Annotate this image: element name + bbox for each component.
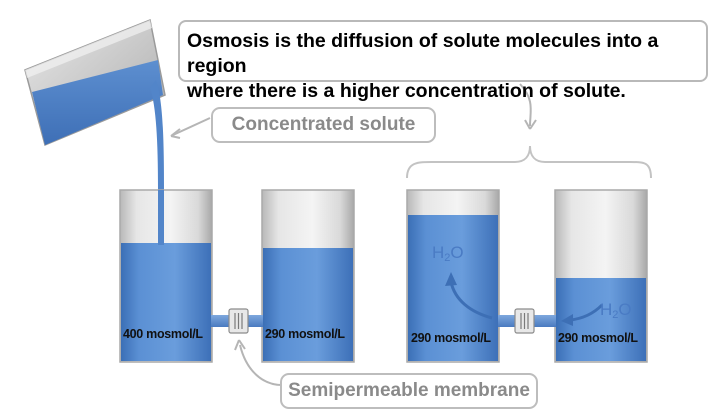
connector-tube-1 [211, 308, 263, 334]
beaker-2 [261, 189, 355, 363]
beaker-3 [406, 189, 500, 363]
beaker-3-concentration: 290 mosmol/L [411, 331, 491, 345]
beaker-4 [554, 189, 648, 363]
beaker-1 [119, 189, 213, 363]
semipermeable-membrane-text: Semipermeable membrane [288, 380, 530, 401]
water-flow-arrow-right [561, 303, 604, 326]
beaker-2-concentration: 290 mosmol/L [265, 327, 345, 341]
bracket [406, 145, 652, 179]
beaker-1-concentration: 400 mosmol/L [123, 327, 203, 341]
pouring-beaker [24, 18, 166, 147]
connector-tube-2 [498, 308, 556, 334]
semipermeable-membrane-label: Semipermeable membrane [280, 373, 538, 409]
concentrated-solute-pointer [170, 117, 211, 139]
concentrated-solute-label: Concentrated solute [211, 107, 436, 143]
definition-line-2: where there is a higher concentration of… [187, 80, 626, 102]
membrane-pointer [234, 339, 283, 386]
water-label-left: H2O [432, 243, 464, 264]
water-label-right: H2O [600, 300, 632, 321]
definition-pointer [519, 83, 537, 130]
definition-box: Osmosis is the diffusion of solute molec… [178, 20, 708, 102]
concentrated-solute-text: Concentrated solute [231, 114, 416, 135]
water-flow-arrow-left [445, 272, 493, 320]
definition-line-1: Osmosis is the diffusion of solute molec… [187, 30, 659, 77]
beaker-4-concentration: 290 mosmol/L [558, 331, 638, 345]
